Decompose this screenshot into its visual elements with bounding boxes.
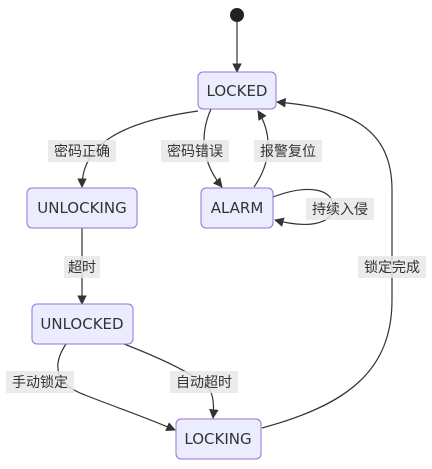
edge-label-auto-timeout: 自动超时 (170, 371, 238, 393)
edge-label-password-correct-text: 密码正确 (54, 143, 110, 160)
edge-label-password-wrong: 密码错误 (161, 140, 229, 162)
edge-label-manual-lock: 手动锁定 (6, 371, 74, 393)
state-alarm-label: ALARM (211, 199, 264, 217)
state-locking: LOCKING (175, 418, 262, 460)
edge-label-lock-complete-text: 锁定完成 (364, 260, 420, 276)
edge-label-lock-complete: 锁定完成 (358, 256, 426, 278)
edge-label-timeout: 超时 (64, 256, 100, 278)
edge-locked-to-unlocking (77, 110, 199, 188)
edge-unlocked-to-locking-manual (57, 343, 176, 432)
edge-label-password-wrong-text: 密码错误 (167, 143, 223, 160)
edge-label-continuous-intrusion-text: 持续入侵 (312, 201, 368, 218)
state-unlocking: UNLOCKING (26, 187, 138, 229)
edge-label-continuous-intrusion: 持续入侵 (306, 198, 374, 220)
edge-label-alarm-reset: 报警复位 (254, 140, 322, 162)
edge-label-alarm-reset-text: 报警复位 (260, 143, 316, 160)
state-unlocking-label: UNLOCKING (37, 199, 126, 217)
state-alarm: ALARM (200, 187, 274, 229)
state-locked: LOCKED (197, 71, 277, 110)
state-locked-label: LOCKED (207, 82, 268, 100)
edge-label-password-correct: 密码正确 (48, 140, 116, 162)
edge-label-auto-timeout-text: 自动超时 (176, 375, 232, 391)
edge-label-manual-lock-text: 手动锁定 (12, 375, 68, 391)
state-unlocked: UNLOCKED (31, 303, 134, 345)
edge-locking-to-locked (261, 97, 393, 429)
initial-state-dot (230, 8, 244, 22)
edge-label-timeout-text: 超时 (68, 260, 96, 276)
state-unlocked-label: UNLOCKED (40, 315, 123, 333)
state-locking-label: LOCKING (184, 430, 251, 448)
